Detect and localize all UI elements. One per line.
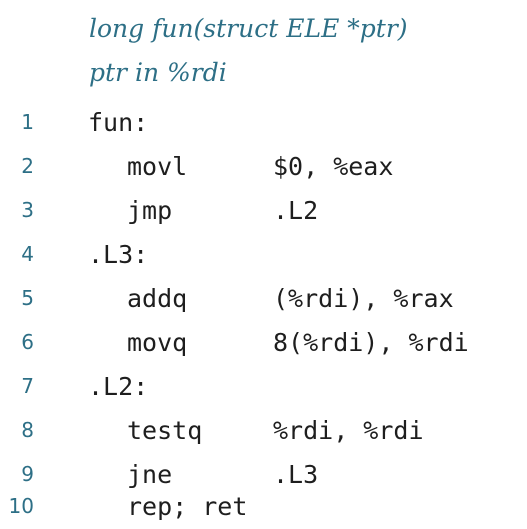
instruction: movl	[127, 152, 188, 181]
line-number: 2	[21, 154, 34, 178]
instruction: jmp	[127, 196, 173, 225]
code-label: .L2:	[88, 372, 149, 401]
code-line: 3 jmp .L2	[0, 192, 527, 236]
line-number: 9	[21, 462, 34, 486]
instruction: movq	[127, 328, 188, 357]
code-line: 2 movl $0, %eax	[0, 148, 527, 192]
code-line: 6 movq 8(%rdi), %rdi	[0, 324, 527, 368]
operands: $0, %eax	[273, 152, 394, 181]
operands: .L3	[273, 460, 319, 489]
code-line: 7 .L2:	[0, 368, 527, 412]
line-number: 4	[21, 242, 34, 266]
code-line: 8 testq %rdi, %rdi	[0, 412, 527, 456]
instruction: jne	[127, 460, 173, 489]
instruction: rep; ret	[127, 492, 248, 521]
function-signature-comment: long fun(struct ELE *ptr)	[89, 14, 408, 43]
line-number: 7	[21, 374, 34, 398]
code-label: fun:	[88, 108, 149, 137]
code-line: 4 .L3:	[0, 236, 527, 280]
code-line: 5 addq (%rdi), %rax	[0, 280, 527, 324]
register-comment: ptr in %rdi	[89, 58, 227, 87]
operands: (%rdi), %rax	[273, 284, 454, 313]
code-line: 9 jne .L3	[0, 456, 527, 500]
operands: .L2	[273, 196, 319, 225]
line-number: 8	[21, 418, 34, 442]
line-number: 1	[21, 110, 34, 134]
line-number: 3	[21, 198, 34, 222]
operands: 8(%rdi), %rdi	[273, 328, 469, 357]
code-line: 10 rep; ret	[0, 488, 527, 528]
line-number: 10	[8, 494, 34, 518]
code-label: .L3:	[88, 240, 149, 269]
line-number: 5	[21, 286, 34, 310]
code-line: 1 fun:	[0, 104, 527, 148]
instruction: addq	[127, 284, 188, 313]
line-number: 6	[21, 330, 34, 354]
instruction: testq	[127, 416, 203, 445]
operands: %rdi, %rdi	[273, 416, 424, 445]
